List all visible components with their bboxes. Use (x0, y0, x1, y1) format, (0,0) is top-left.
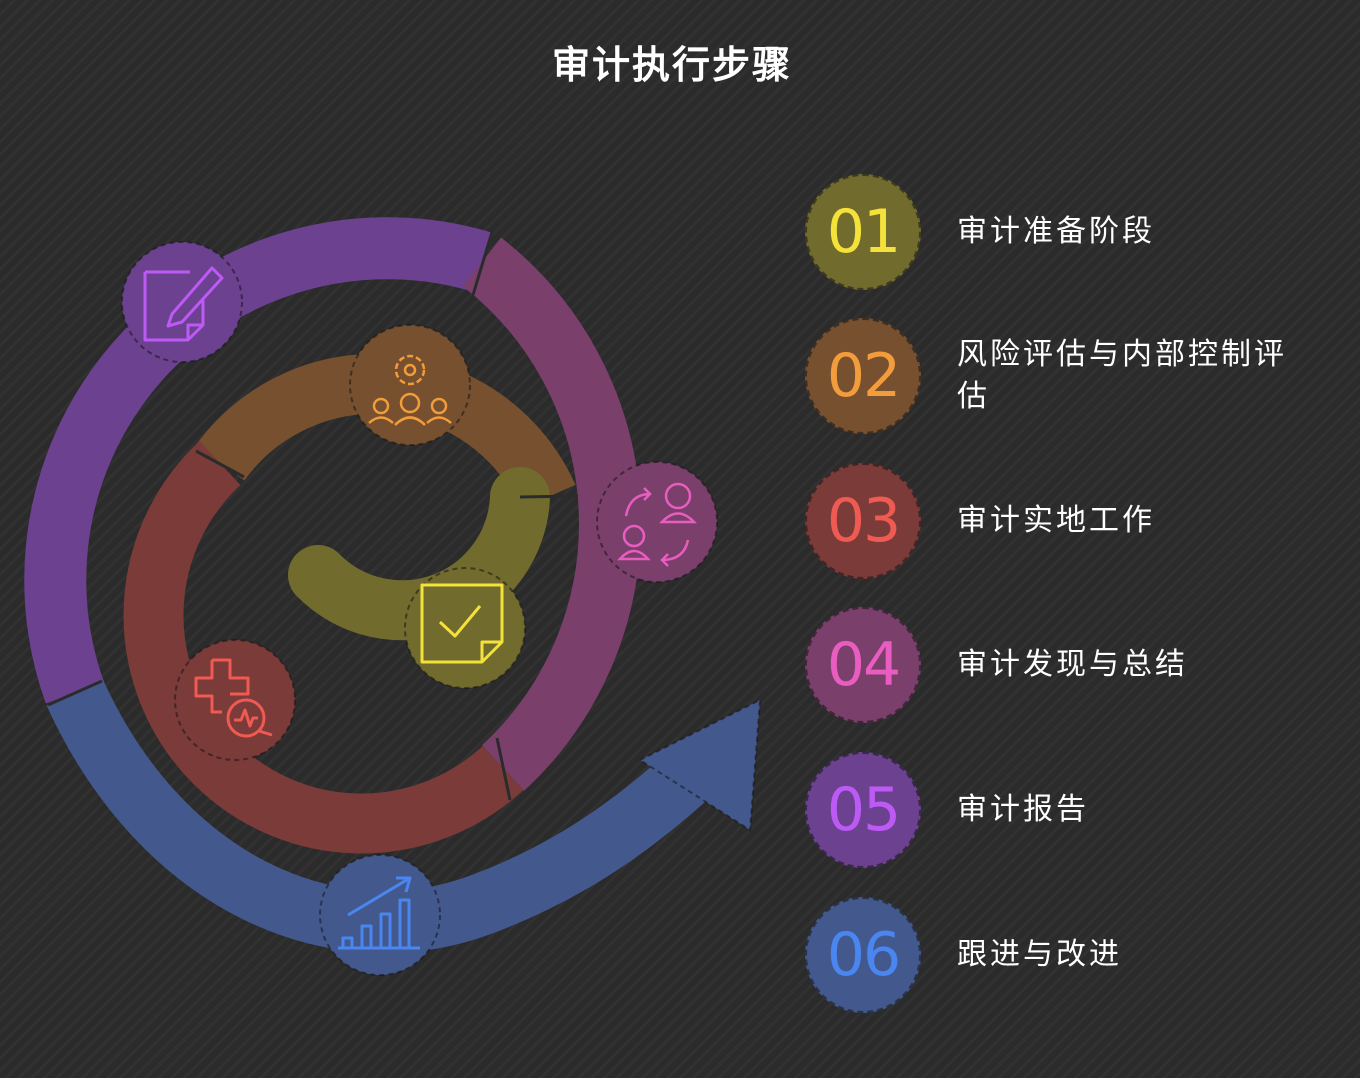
step-number-badge: 03 (805, 463, 921, 579)
ring-segment-purple (24, 217, 491, 704)
step-label: 风险评估与内部控制评估 (957, 337, 1287, 414)
icon-bubble-step3 (174, 639, 296, 761)
step-item-2: 02 风险评估与内部控制评估 (805, 318, 1307, 434)
icon-bubble-step4 (596, 461, 718, 583)
document-pen-icon (143, 266, 224, 342)
ring-segment-red (123, 441, 524, 854)
step-item-4: 04 审计发现与总结 (805, 607, 1307, 723)
step-number-badge: 05 (805, 752, 921, 868)
step-label: 审计发现与总结 (957, 647, 1188, 682)
medical-analysis-icon (194, 658, 273, 738)
spiral-diagram (24, 217, 762, 976)
step-item-3: 03 审计实地工作 (805, 463, 1307, 579)
step-number-badge: 06 (805, 897, 921, 1013)
arrow-head-blue (637, 698, 762, 832)
user-exchange-icon (617, 482, 697, 567)
gear-team-icon (368, 354, 452, 426)
step-label: 跟进与改进 (957, 937, 1122, 972)
step-number-badge: 04 (805, 607, 921, 723)
step-item-5: 05 审计报告 (805, 752, 1307, 868)
growth-chart-icon (338, 876, 420, 950)
step-label: 审计实地工作 (957, 503, 1155, 538)
step-label: 审计报告 (957, 792, 1089, 827)
checked-note-icon (420, 583, 504, 664)
icon-bubble-step5 (404, 567, 526, 689)
step-item-1: 01 审计准备阶段 (805, 174, 1307, 290)
step-label: 审计准备阶段 (957, 214, 1155, 249)
step-item-6: 06 跟进与改进 (805, 897, 1307, 1013)
step-number-badge: 02 (805, 318, 921, 434)
page-title: 审计执行步骤 (551, 42, 792, 87)
step-list: 01 审计准备阶段 02 风险评估与内部控制评估 03 审计实地工作 04 审计… (805, 0, 1345, 1078)
step-number-badge: 01 (805, 174, 921, 290)
